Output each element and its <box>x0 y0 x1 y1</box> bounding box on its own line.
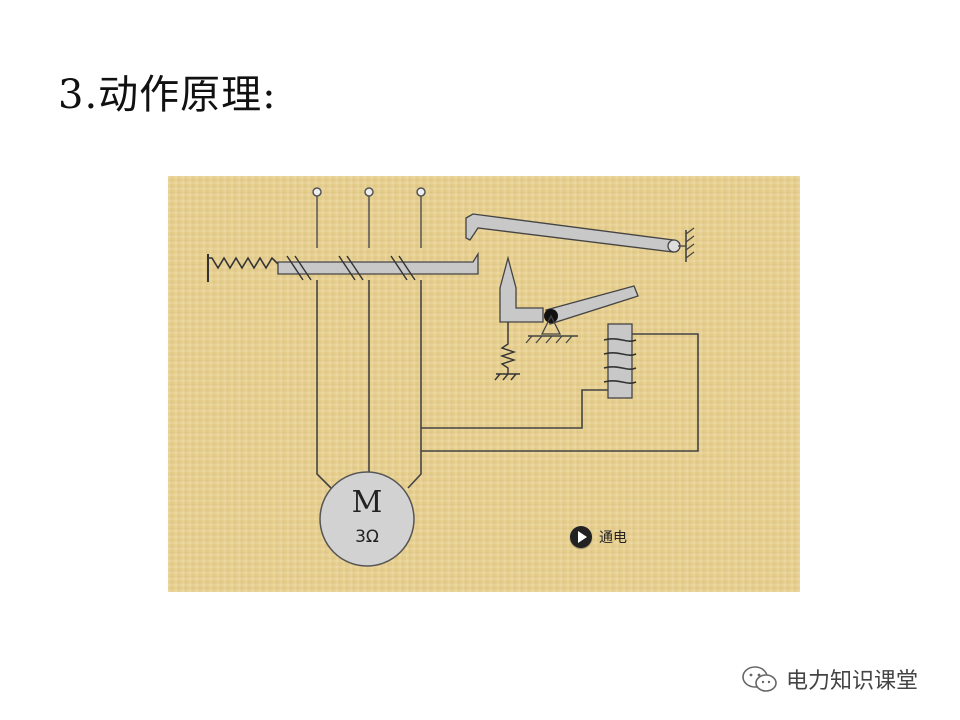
motor <box>319 471 415 567</box>
play-circle-icon <box>570 526 592 548</box>
terminal-L2 <box>364 187 374 197</box>
terminal-L1 <box>312 187 322 197</box>
bimetal-strips <box>286 255 416 281</box>
motor-label: 3Ω <box>355 527 379 547</box>
power-on-button[interactable]: 通电 <box>570 526 627 548</box>
watermark: 电力知识课堂 <box>740 663 918 695</box>
guide-bar <box>277 251 479 275</box>
watermark-text: 电力知识课堂 <box>786 669 919 694</box>
diagram-panel: M 3Ω 通电 <box>168 176 800 592</box>
power-on-label: 通电 <box>599 530 627 546</box>
motor-wires <box>316 280 422 489</box>
motor-letter: M <box>352 485 383 520</box>
wechat-logo-icon <box>742 666 777 692</box>
terminal-L3 <box>416 187 426 197</box>
control-wires <box>421 333 699 452</box>
latch-spring <box>494 322 520 381</box>
page-title: 3.动作原理: <box>58 72 277 118</box>
contact-latch <box>499 255 639 344</box>
reset-spring <box>208 256 288 270</box>
coil <box>603 323 637 399</box>
trip-lever <box>465 213 695 262</box>
thermal-relay-diagram: M 3Ω <box>207 187 699 567</box>
power-terminals <box>312 187 426 248</box>
